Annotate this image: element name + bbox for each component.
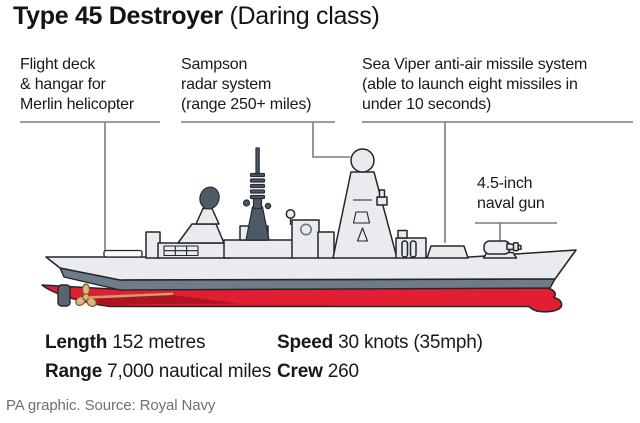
callout-sampson-line-3: (range 250+ miles) — [181, 96, 312, 113]
callout-naval-gun-line-1: 4.5-inch — [477, 175, 533, 192]
page-title-qualifier: (Daring class) — [229, 2, 380, 30]
specs-column-left: Length 152 metres Range 7,000 nautical m… — [45, 329, 271, 386]
footer-credit: PA graphic. Source: Royal Navy — [6, 397, 216, 414]
callout-naval-gun-line-2: naval gun — [477, 195, 545, 212]
masts — [199, 147, 272, 241]
leader-line-sampson-radar — [181, 121, 350, 158]
gun-barrel-collar — [512, 242, 519, 252]
leader-line-naval-gun — [475, 222, 557, 243]
bridge-top-fitting — [397, 229, 408, 239]
rudder — [57, 284, 71, 307]
deckhouse-step-block — [317, 231, 335, 259]
superstructure — [103, 148, 522, 259]
callout-sampson-line-2: radar system — [181, 76, 272, 93]
spec-length-value: 152 metres — [112, 332, 206, 353]
spec-range-label: Range — [45, 360, 103, 382]
callout-sampson-radar: Sampson radar system (range 250+ miles) — [181, 55, 311, 115]
hangar-grille — [163, 245, 199, 257]
leader-line-sea-viper — [362, 121, 633, 243]
page-title-name: Type 45 Destroyer — [13, 2, 223, 30]
mast-spire — [255, 147, 260, 175]
davit-arm — [285, 209, 296, 219]
callout-flight-deck-line-1: Flight deck — [20, 56, 96, 73]
callout-flight-deck-line-3: Merlin helicopter — [20, 96, 134, 113]
satcom-pedestal — [195, 207, 220, 225]
funnel-casing — [177, 223, 225, 244]
gun-turret — [483, 240, 511, 255]
spec-range: Range 7,000 nautical miles — [45, 358, 271, 387]
sampson-tower-details — [352, 199, 372, 242]
ship-lower-hull — [41, 283, 563, 313]
forward-deckhouse — [291, 219, 320, 259]
mid-deckhouse — [223, 239, 295, 259]
sampson-tower — [332, 171, 398, 259]
sampson-radar-dome — [350, 148, 375, 173]
page-title: Type 45 Destroyer (Daring class) — [13, 2, 380, 31]
callout-sea-viper: Sea Viper anti-air missile system (able … — [362, 55, 587, 115]
spec-crew-value: 260 — [327, 360, 359, 382]
tower-side-antenna — [376, 196, 388, 206]
spec-speed-label: Speed — [277, 332, 334, 353]
spec-speed-value: 30 knots (35mph) — [338, 332, 483, 353]
satcom-dome — [199, 186, 220, 210]
callout-sea-viper-line-3: under 10 seconds) — [362, 96, 492, 113]
tower-side-antenna-top — [378, 189, 386, 198]
callout-sea-viper-line-1: Sea Viper anti-air missile system — [362, 56, 588, 73]
callout-flight-deck-line-2: & hangar for — [20, 76, 106, 93]
red-hull-shadow-wedge — [88, 295, 240, 305]
spec-crew-label: Crew — [277, 360, 323, 382]
leader-line-flight-deck — [20, 121, 160, 253]
leader-lines — [20, 121, 633, 253]
missile-silo — [426, 245, 469, 259]
deckhouse-porthole — [299, 223, 312, 236]
spec-range-value: 7,000 nautical miles — [107, 360, 272, 382]
callout-sea-viper-line-2: (able to launch eight missiles in — [362, 76, 578, 93]
spec-length: Length 152 metres — [45, 329, 271, 358]
propeller-shaft — [86, 292, 174, 299]
comms-mast — [242, 147, 272, 241]
flight-deck-pad — [103, 249, 143, 258]
callout-flight-deck: Flight deck & hangar for Merlin helicopt… — [20, 55, 134, 115]
spec-length-label: Length — [45, 332, 108, 353]
callout-naval-gun: 4.5-inch naval gun — [477, 174, 545, 214]
specs-column-right: Speed 30 knots (35mph) Crew 260 — [277, 329, 483, 386]
spec-speed: Speed 30 knots (35mph) — [277, 329, 483, 358]
callout-sampson-line-1: Sampson — [181, 56, 248, 73]
spec-crew: Crew 260 — [277, 358, 483, 387]
deck-pipe-1 — [401, 240, 409, 258]
deck-pipe-2 — [409, 240, 417, 258]
